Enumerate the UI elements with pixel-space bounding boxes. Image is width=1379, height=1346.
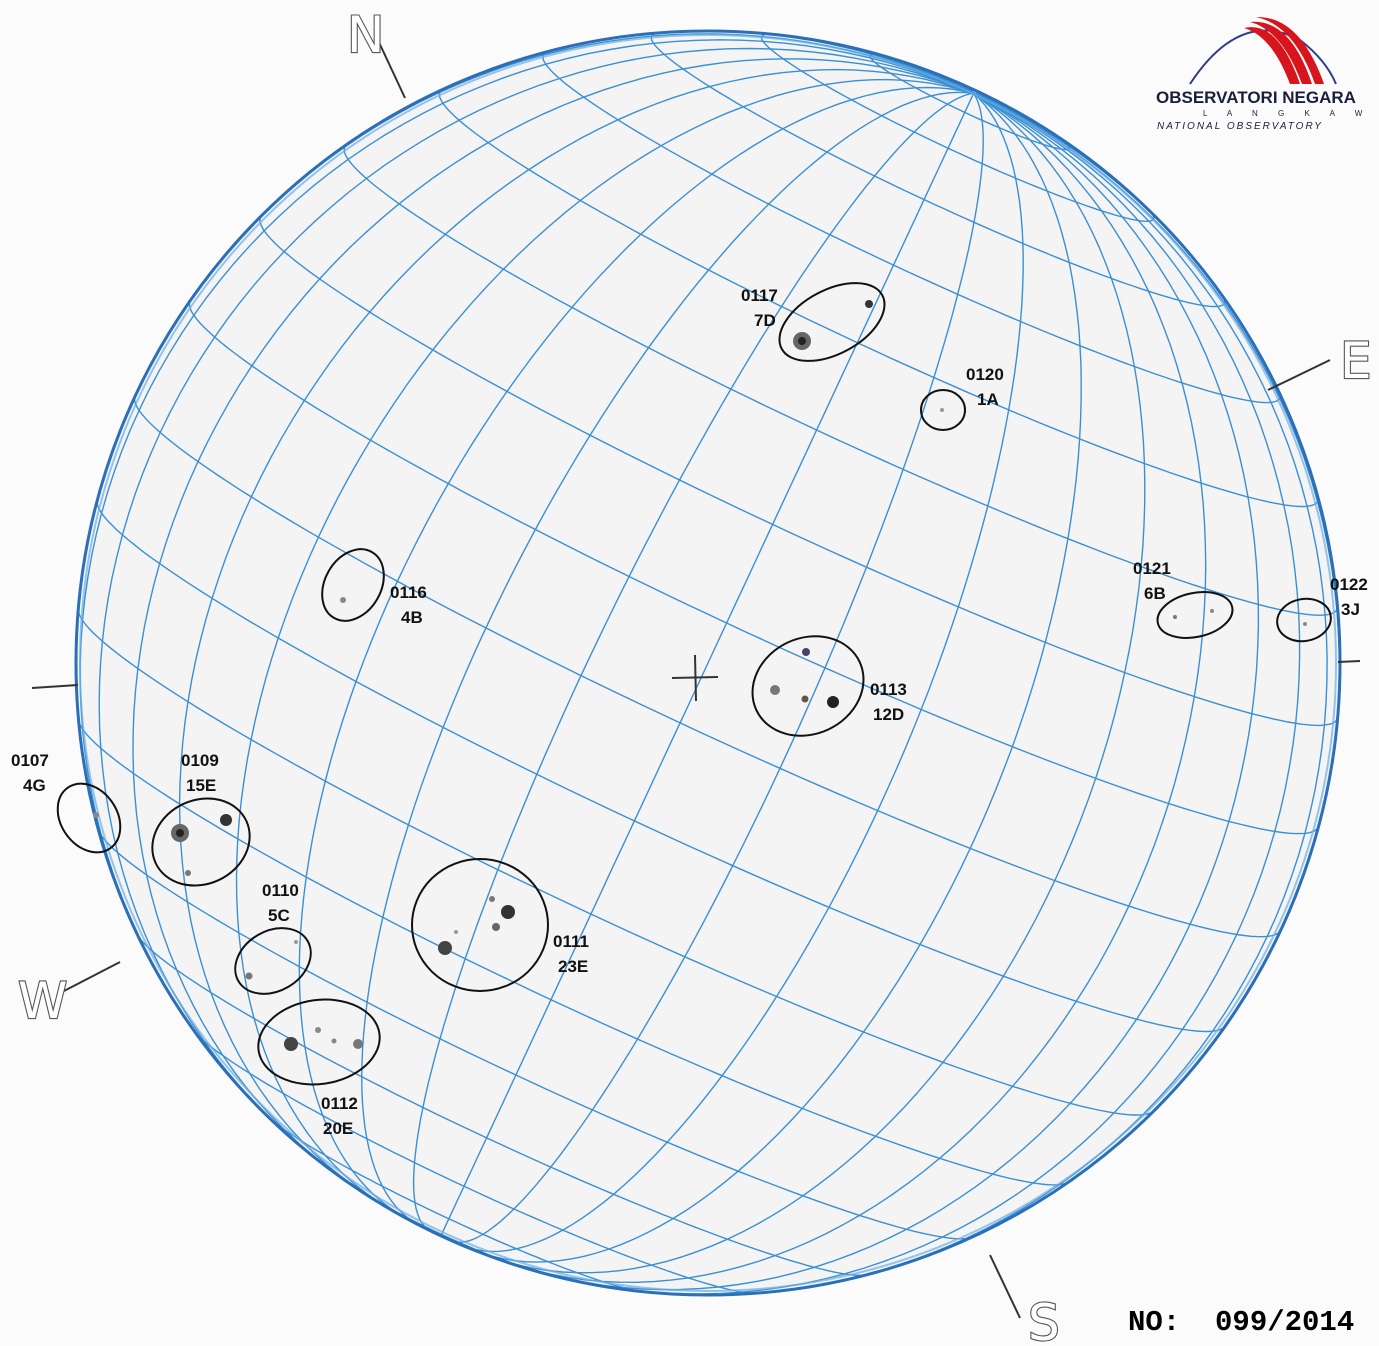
solar-limb bbox=[74, 29, 1342, 1297]
west-label: W bbox=[18, 972, 67, 1030]
region-0117-outline bbox=[778, 282, 886, 362]
logo-location: L A N G K A W I bbox=[1203, 109, 1379, 118]
longitude-line bbox=[79, 39, 974, 1013]
region-label-number: 0109 bbox=[181, 751, 219, 770]
longitude-line bbox=[481, 92, 1082, 1263]
region-0112-outline bbox=[257, 998, 381, 1086]
north-axis-tick bbox=[376, 37, 406, 99]
heliographic-grid bbox=[77, 30, 1340, 1295]
region-0116-outline bbox=[321, 548, 385, 622]
region-0121-outline bbox=[1156, 591, 1234, 639]
longitude-line bbox=[468, 92, 1024, 1253]
longitude-line bbox=[412, 92, 974, 1230]
longitude-line bbox=[178, 68, 974, 1196]
region-0111-outline bbox=[411, 858, 549, 992]
equator-tick-west bbox=[31, 684, 79, 689]
region-label-class: 5C bbox=[268, 906, 290, 925]
region-label-number: 0107 bbox=[11, 751, 49, 770]
region-label-number: 0110 bbox=[262, 881, 299, 900]
region-0110-outline bbox=[234, 927, 312, 995]
region-label-class: 23E bbox=[558, 957, 588, 976]
region-label-class: 20E bbox=[323, 1119, 353, 1138]
region-outlines bbox=[56, 282, 1332, 1086]
equator-tick-east bbox=[1337, 660, 1361, 663]
north-label: N bbox=[347, 6, 384, 64]
region-0113-outline bbox=[751, 635, 865, 737]
disk-center-cross bbox=[671, 654, 719, 702]
longitude-line bbox=[519, 92, 1207, 1284]
logo-tagline: NATIONAL OBSERVATORY bbox=[1157, 121, 1323, 132]
region-0107-outline bbox=[56, 782, 122, 854]
longitude-line bbox=[98, 47, 974, 1135]
region-0109-outline bbox=[151, 797, 251, 887]
region-label-class: 15E bbox=[186, 776, 216, 795]
longitude-line bbox=[548, 92, 1260, 1291]
region-label-number: 0113 bbox=[870, 680, 907, 699]
region-label-class: 12D bbox=[873, 705, 904, 724]
logo-arc-icon bbox=[1189, 29, 1337, 85]
region-label-number: 0112 bbox=[321, 1094, 358, 1113]
observatory-logo: OBSERVATORI NEGARA L A N G K A W I NATIO… bbox=[1156, 16, 1379, 132]
logo-name: OBSERVATORI NEGARA bbox=[1156, 88, 1356, 107]
longitude-line bbox=[618, 92, 1301, 1295]
sunspots bbox=[93, 300, 1307, 1051]
region-label-class: 3J bbox=[1341, 600, 1360, 619]
longitude-line bbox=[492, 92, 1146, 1274]
longitude-line bbox=[779, 92, 1328, 1292]
region-label-class: 6B bbox=[1144, 584, 1166, 603]
region-label-number: 0122 bbox=[1330, 575, 1368, 594]
south-label: S bbox=[1028, 1294, 1060, 1346]
region-label-number: 0116 bbox=[390, 583, 427, 602]
region-label-class: 4G bbox=[23, 776, 46, 795]
longitude-line bbox=[454, 93, 984, 1244]
region-label-class: 4B bbox=[401, 608, 423, 627]
region-0122-outline bbox=[1276, 597, 1332, 643]
longitude-line bbox=[298, 86, 974, 1217]
longitude-line bbox=[235, 78, 974, 1211]
sheet-number: NO: 099/2014 bbox=[1128, 1306, 1354, 1339]
region-label-number: 0111 bbox=[553, 932, 589, 951]
longitude-line bbox=[360, 91, 974, 1223]
region-label-number: 0121 bbox=[1133, 559, 1171, 578]
region-labels: 0117 7D 0120 1A 0116 4B 0113 12D 0121 6B… bbox=[11, 286, 1368, 1138]
region-label-class: 7D bbox=[754, 311, 776, 330]
west-axis-tick bbox=[61, 961, 121, 993]
region-label-number: 0120 bbox=[966, 365, 1004, 384]
region-label-class: 1A bbox=[977, 390, 999, 409]
south-axis-tick bbox=[989, 1254, 1021, 1319]
longitude-line bbox=[440, 93, 975, 1237]
east-axis-tick bbox=[1267, 359, 1331, 391]
longitude-line bbox=[132, 58, 974, 1179]
east-label: E bbox=[1340, 332, 1372, 390]
region-label-number: 0117 bbox=[741, 286, 778, 305]
region-0120-outline bbox=[920, 389, 966, 431]
